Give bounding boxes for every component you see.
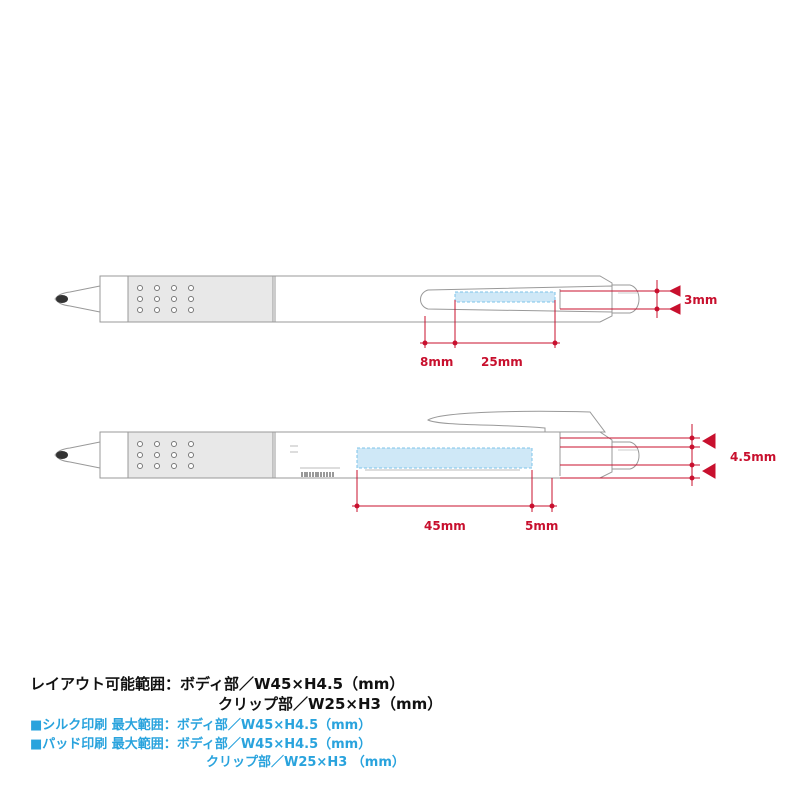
spec-pad-clip-value: クリップ部／W25×H3 （mm） (206, 755, 405, 770)
pen-bottom (54, 410, 640, 479)
spec-silk-label: ■シルク印刷 最大範囲： (30, 718, 177, 733)
spec-layout-label: レイアウト可能範囲： (30, 675, 181, 693)
spec-layout-body: レイアウト可能範囲：ボディ部／W45×H4.5（mm） (30, 673, 404, 694)
dim-top-offset: 8mm (420, 355, 453, 369)
dim-bottom-height: 4.5mm (730, 450, 776, 464)
spec-silk-body-value: ボディ部／W45×H4.5（mm） (176, 718, 372, 733)
spec-layout-clip: クリップ部／W25×H3（mm） (218, 693, 442, 714)
spec-pad-label: ■パッド印刷 最大範囲： (30, 737, 177, 752)
spec-layout-body-value: ボディ部／W45×H4.5（mm） (180, 675, 405, 693)
pen-top-print-area (454, 291, 556, 303)
dim-top-height: 3mm (684, 293, 717, 307)
spec-pad-clip: クリップ部／W25×H3 （mm） (206, 751, 405, 770)
dim-top-width: 25mm (481, 355, 523, 369)
pen-top-dimensions (420, 280, 681, 348)
pen-top-knock (611, 284, 640, 314)
dim-bottom-offset: 5mm (525, 519, 558, 533)
spec-layout-clip-value: クリップ部／W25×H3（mm） (218, 695, 443, 713)
spec-pad-body: ■パッド印刷 最大範囲：ボディ部／W45×H4.5（mm） (30, 733, 371, 752)
pen-bottom-clip (427, 410, 606, 433)
spec-silk-body: ■シルク印刷 最大範囲：ボディ部／W45×H4.5（mm） (30, 714, 371, 733)
pen-bottom-knock (611, 441, 640, 470)
pen-bottom-print-area (356, 447, 533, 469)
dim-bottom-width: 45mm (424, 519, 466, 533)
pen-top (54, 275, 640, 323)
pen-bottom-dimensions (352, 424, 716, 512)
spec-pad-body-value: ボディ部／W45×H4.5（mm） (176, 737, 372, 752)
